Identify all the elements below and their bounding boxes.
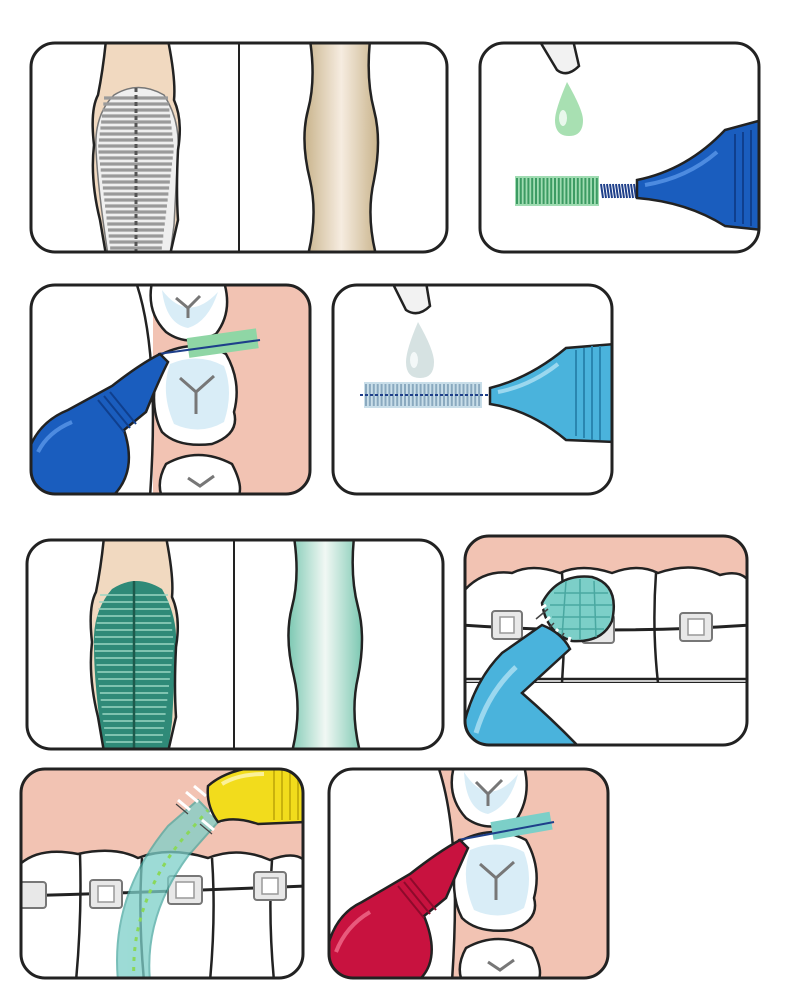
bristle-stroke xyxy=(627,183,631,199)
bristle-stroke xyxy=(609,183,613,199)
tooth-icon xyxy=(458,937,542,978)
interdental-brush-icon xyxy=(515,118,759,232)
bristle-stroke xyxy=(600,183,604,199)
panel-green-brush-drop xyxy=(478,41,761,254)
bristle-stroke xyxy=(603,183,607,199)
interdental-brush-wire-icon xyxy=(89,540,180,749)
bristle-stroke xyxy=(633,183,637,199)
interdental-space-icon xyxy=(287,540,364,749)
bristle-stroke xyxy=(612,183,616,199)
braces-bracket-icon xyxy=(679,612,713,642)
interdental-brush-icon xyxy=(329,811,555,978)
braces-bracket-icon xyxy=(253,871,287,901)
panel-red-brush-in-teeth xyxy=(327,767,610,980)
liquid-drop-icon xyxy=(555,82,583,136)
braces-bracket-icon xyxy=(89,879,123,909)
tooth-icon xyxy=(149,285,229,342)
interdental-space-icon xyxy=(303,43,380,252)
bristle-stroke xyxy=(615,183,619,199)
single-tuft-brush-icon xyxy=(465,575,615,745)
tooth-icon xyxy=(152,344,238,446)
liquid-drop-icon xyxy=(406,322,434,378)
panel-braces-yellow-brush xyxy=(19,767,305,980)
braces-bracket-icon xyxy=(491,610,523,640)
panel-cross-section-grey xyxy=(29,41,449,254)
bristle-stroke xyxy=(618,183,622,199)
tooth-icon xyxy=(452,830,538,932)
interdental-brush-icon xyxy=(116,769,303,978)
bristle-stroke xyxy=(621,183,625,199)
panel-cross-section-green xyxy=(25,538,445,751)
interdental-brush-wire-icon xyxy=(91,43,182,252)
tooth-icon xyxy=(158,453,242,494)
panel-lightblue-brush-drop xyxy=(331,283,614,496)
interdental-brush-icon xyxy=(360,342,612,444)
panel-blue-brush-in-teeth xyxy=(29,283,312,496)
interdental-brush-icon xyxy=(31,328,261,494)
panel-braces-lightblue-brush xyxy=(463,534,749,747)
braces-bracket-icon xyxy=(21,881,47,909)
bristle-stroke xyxy=(624,183,628,199)
bristle-stroke xyxy=(606,183,610,199)
bristle-stroke xyxy=(630,183,634,199)
